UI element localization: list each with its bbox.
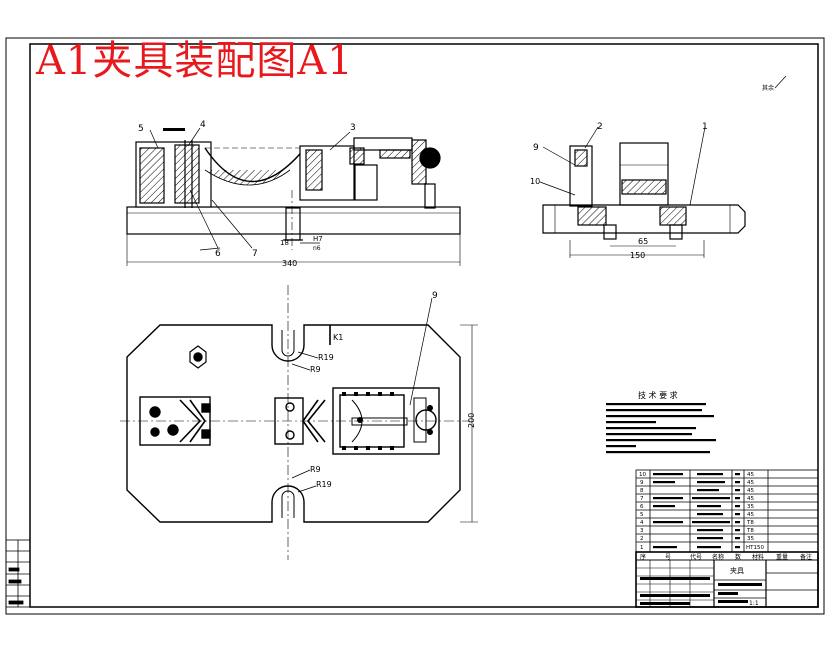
bom-header-no: 序 [640,553,646,561]
bom-row-mat: 35 [747,504,754,510]
part-label-2: 2 [597,122,603,132]
outer-border [5,37,825,615]
tech-requirements-text [606,403,716,454]
bom-row-mat: 45 [747,488,754,494]
margin-table [5,539,31,608]
title-block [635,551,819,608]
part-label-9-plan: 9 [432,291,438,301]
drawing-name: 夹具 [730,566,744,575]
bom-row-mat: 45 [747,472,754,478]
dim-r19-top: R19 [318,353,334,362]
bom-row-mat: 45 [747,512,754,518]
fit-n6: n6 [313,245,321,252]
part-label-5: 5 [138,124,144,134]
bom-row-no: 6 [640,504,644,510]
dim-150: 150 [630,251,645,260]
part-label-10: 10 [530,177,540,186]
bom-row-no: 4 [640,520,644,526]
drawing-scale: 1:1 [749,600,759,607]
part-label-9-side: 9 [533,143,539,153]
part-label-6: 6 [215,249,221,259]
bom-header-qty: 数 [735,553,741,561]
dim-k1: K1 [333,333,343,342]
bom-row-no: 7 [640,496,644,502]
dim-200: 200 [467,413,476,428]
bom-header-code: 号 [665,554,671,561]
bom-row-mat: 45 [747,480,754,486]
bom-row-no: 10 [639,472,646,478]
surface-finish-mark [774,75,787,89]
bom-header-note: 备注 [800,553,812,561]
bom-row-mat: HT150 [746,545,764,551]
part-label-7: 7 [252,249,258,259]
bom-header-name: 代号 [690,553,702,561]
dim-340: 340 [282,259,297,268]
part-label-3: 3 [350,123,356,133]
bom-row-no: 3 [640,528,644,534]
tech-requirements-title: 技 术 要 求 [638,390,678,400]
fit-h7: H7 [313,235,323,243]
bom-header-mat: 材料 [752,553,764,561]
dim-r9-bottom: R9 [310,465,321,474]
drawing-title-banner: A1夹具装配图A1 [36,38,354,84]
dim-65: 65 [638,237,648,246]
bom-row-no: 9 [640,480,644,486]
bom-row-no: 8 [640,488,644,494]
part-label-1: 1 [702,122,708,132]
bom-row-no: 1 [640,545,644,551]
bom-row-no: 5 [640,512,644,518]
bom-header-col4: 名称 [712,553,724,561]
bom-fill-marks [653,473,740,549]
bom-row-mat: T8 [746,528,754,534]
side-view [539,126,746,258]
part-label-4: 4 [200,120,206,130]
bom-rows: 10 45 9 45 8 45 7 45 6 35 5 45 4 T8 3 T8… [639,472,764,551]
bom-header-mass: 重量 [776,553,788,561]
dim-18: 18 [280,239,289,247]
bom-header [635,551,819,561]
dim-r9-top: R9 [310,365,321,374]
surface-finish-note: 其余 [762,84,774,92]
bom-row-mat: T8 [746,520,754,526]
dim-r19-bottom: R19 [316,480,332,489]
plan-view [120,285,478,560]
bom-row-no: 2 [640,536,644,542]
inner-border [29,43,819,608]
front-view [126,127,461,266]
bom-row-mat: 35 [747,536,754,542]
bom-row-mat: 45 [747,496,754,502]
